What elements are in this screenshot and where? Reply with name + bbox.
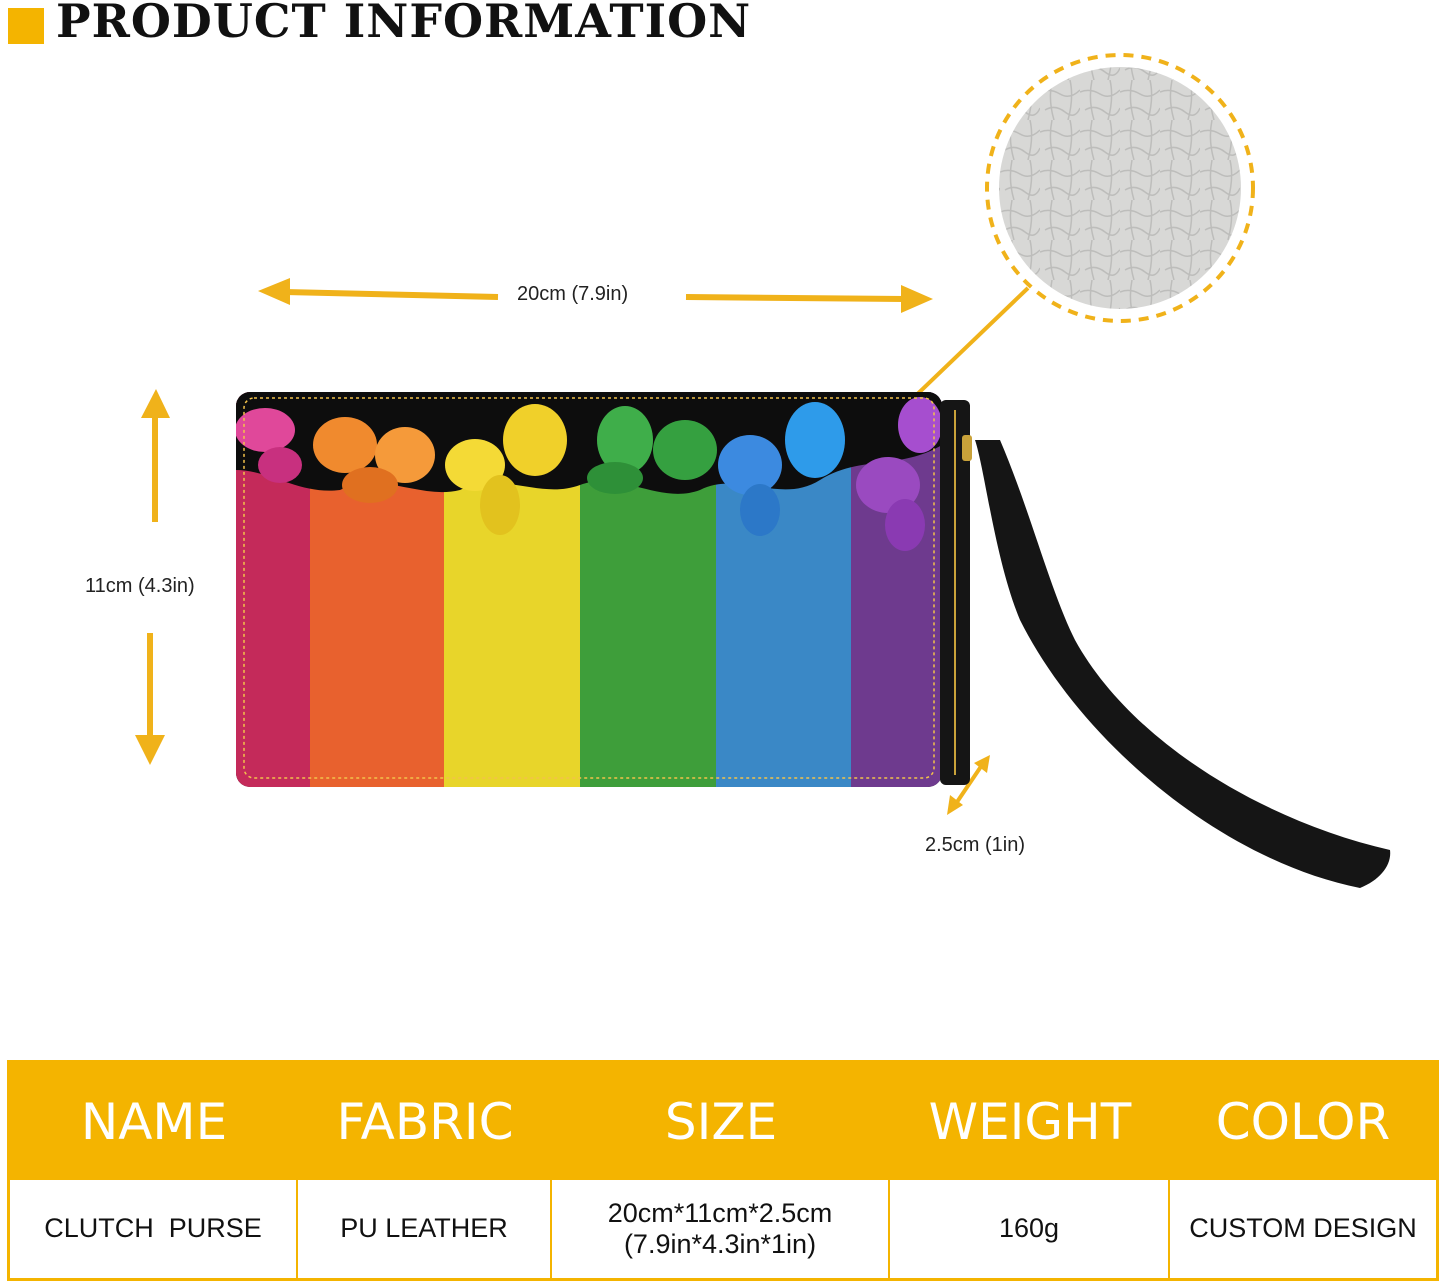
header-name: NAME	[10, 1063, 298, 1180]
value-fabric: PU LEATHER	[298, 1180, 552, 1278]
product-illustration	[135, 53, 1391, 888]
header-color: COLOR	[1170, 1063, 1436, 1180]
butterfly-pink	[236, 408, 302, 483]
butterfly-purple	[856, 397, 942, 551]
value-weight: 160g	[890, 1180, 1170, 1278]
butterfly-orange	[313, 417, 435, 503]
butterfly-blue	[718, 402, 845, 536]
wallet-body	[236, 392, 942, 787]
spec-table: NAME FABRIC SIZE WEIGHT COLOR CLUTCH PUR…	[7, 1060, 1439, 1281]
butterfly-green	[587, 406, 717, 494]
value-color: CUSTOM DESIGN	[1189, 1213, 1417, 1244]
value-name: CLUTCH PURSE	[10, 1180, 298, 1278]
height-arrow	[135, 389, 170, 765]
material-zoom-circle	[896, 53, 1255, 416]
butterfly-yellow	[445, 404, 567, 535]
depth-label: 2.5cm (1in)	[925, 834, 1026, 856]
height-label: 11cm (4.3in)	[85, 575, 195, 597]
zipper-pull	[962, 435, 972, 461]
header-fabric: FABRIC	[298, 1063, 552, 1180]
value-size: 20cm*11cm*2.5cm (7.9in*4.3in*1in)	[552, 1180, 890, 1278]
page-title: PRODUCT INFORMATION	[56, 0, 752, 48]
wrist-strap	[975, 440, 1391, 888]
depth-arrow	[947, 755, 990, 815]
header-weight: WEIGHT	[890, 1063, 1170, 1180]
width-arrow	[258, 278, 933, 313]
header-accent-square	[8, 8, 44, 44]
width-label: 20cm (7.9in)	[517, 283, 629, 305]
header-size: SIZE	[552, 1063, 890, 1180]
